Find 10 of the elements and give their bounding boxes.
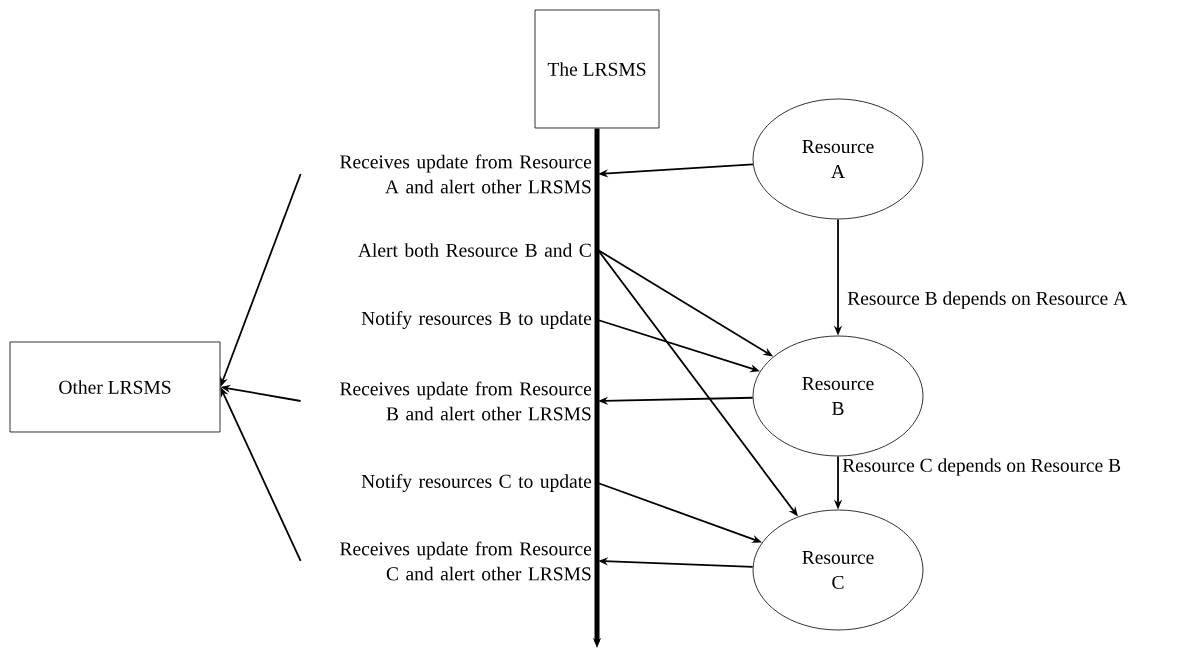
edge-label: Resource C depends on Resource B [841, 457, 1123, 477]
step-text: Notify resources B to update [361, 311, 592, 329]
step-text: Receives update from Resource A and alert other LRSMS [340, 154, 592, 194]
step-text: Receives update from Resource C and alert other LRSMS [340, 541, 592, 581]
edge-label: Resource B depends on Resource A [846, 290, 1129, 310]
process-box: The LRSMS [534, 9, 660, 129]
step-text: Notify resources C to update [361, 474, 592, 492]
step-text: Alert both Resource B and C [358, 243, 591, 257]
step-text: Receives update from Resource B and alert other LRSMS [340, 381, 592, 421]
process-box: Other LRSMS [9, 341, 221, 433]
